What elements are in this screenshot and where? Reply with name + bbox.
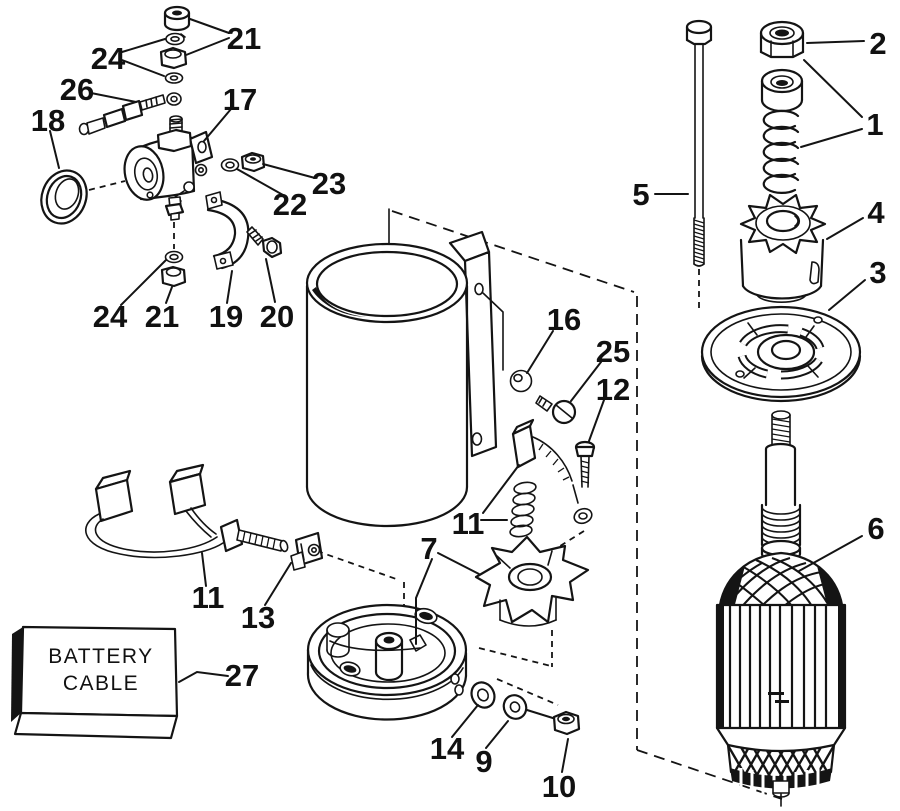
part-brush-clamp	[290, 531, 324, 571]
callout-7: 7	[420, 531, 437, 566]
callout-19: 19	[209, 299, 243, 334]
part-armature	[715, 410, 847, 798]
callout-14: 14	[430, 731, 465, 766]
callout-24-top: 24	[91, 41, 126, 76]
part-stop-plate	[700, 305, 862, 403]
callout-9: 9	[475, 744, 492, 779]
part-pinion-gear	[739, 193, 827, 303]
callout-17: 17	[223, 82, 257, 117]
callout-1: 1	[866, 107, 883, 142]
callout-18: 18	[31, 103, 65, 138]
part-through-bolt	[685, 19, 713, 267]
callout-25: 25	[596, 334, 630, 369]
callout-6: 6	[867, 511, 884, 546]
part-fastener-stack-top	[159, 5, 191, 84]
callout-11-left: 11	[192, 580, 225, 615]
battery-cable-box: BATTERY CABLE	[11, 625, 179, 740]
part-brush-spring	[509, 481, 537, 538]
part-screw-12	[574, 440, 596, 488]
callout-13: 13	[241, 600, 275, 635]
callout-16: 16	[547, 302, 581, 337]
part-nut-23	[240, 151, 266, 173]
callout-22: 22	[273, 187, 307, 222]
callout-12: 12	[596, 372, 630, 407]
part-brush-set-left	[85, 463, 289, 559]
part-washer-14	[470, 681, 496, 709]
part-nut-10	[552, 710, 581, 736]
callout-21-bottom: 21	[145, 299, 179, 334]
callout-21-top: 21	[227, 21, 261, 56]
callout-23: 23	[312, 166, 346, 201]
callout-20: 20	[260, 299, 294, 334]
part-brush-right	[509, 418, 593, 538]
leader-lines	[49, 18, 866, 773]
part-rubber-cap	[40, 169, 88, 225]
part-terminal-screw	[78, 92, 182, 136]
callout-3: 3	[869, 255, 886, 290]
callout-5: 5	[632, 177, 649, 212]
part-bolt-25	[535, 395, 577, 425]
part-washer-22	[220, 158, 240, 172]
callout-27: 27	[225, 658, 259, 693]
part-motor-frame	[305, 230, 504, 528]
callout-4: 4	[867, 195, 885, 230]
part-washer-9	[502, 694, 557, 720]
part-solenoid	[123, 115, 214, 221]
part-washer-nut-lower	[160, 250, 187, 288]
part-brush-holder	[474, 535, 590, 627]
alignment-dashes	[88, 180, 783, 807]
part-end-cap	[306, 603, 468, 721]
part-spacer-and-spring	[760, 68, 804, 194]
callout-2: 2	[869, 26, 886, 61]
battery-cable-label-line2: CABLE	[63, 672, 139, 695]
callout-26: 26	[60, 72, 94, 107]
callout-24-bottom: 24	[93, 299, 128, 334]
part-washer-16	[509, 369, 533, 393]
battery-cable-label-line1: BATTERY	[48, 645, 153, 668]
part-nut-2	[759, 20, 805, 59]
callout-10: 10	[542, 769, 576, 804]
callout-11-right: 11	[452, 506, 485, 541]
callouts: 21 24 26 17 18 23 22 24 21 19 20 16 25 1…	[31, 21, 887, 804]
part-screw-20	[246, 226, 283, 259]
part-clamp-bracket	[205, 191, 250, 270]
